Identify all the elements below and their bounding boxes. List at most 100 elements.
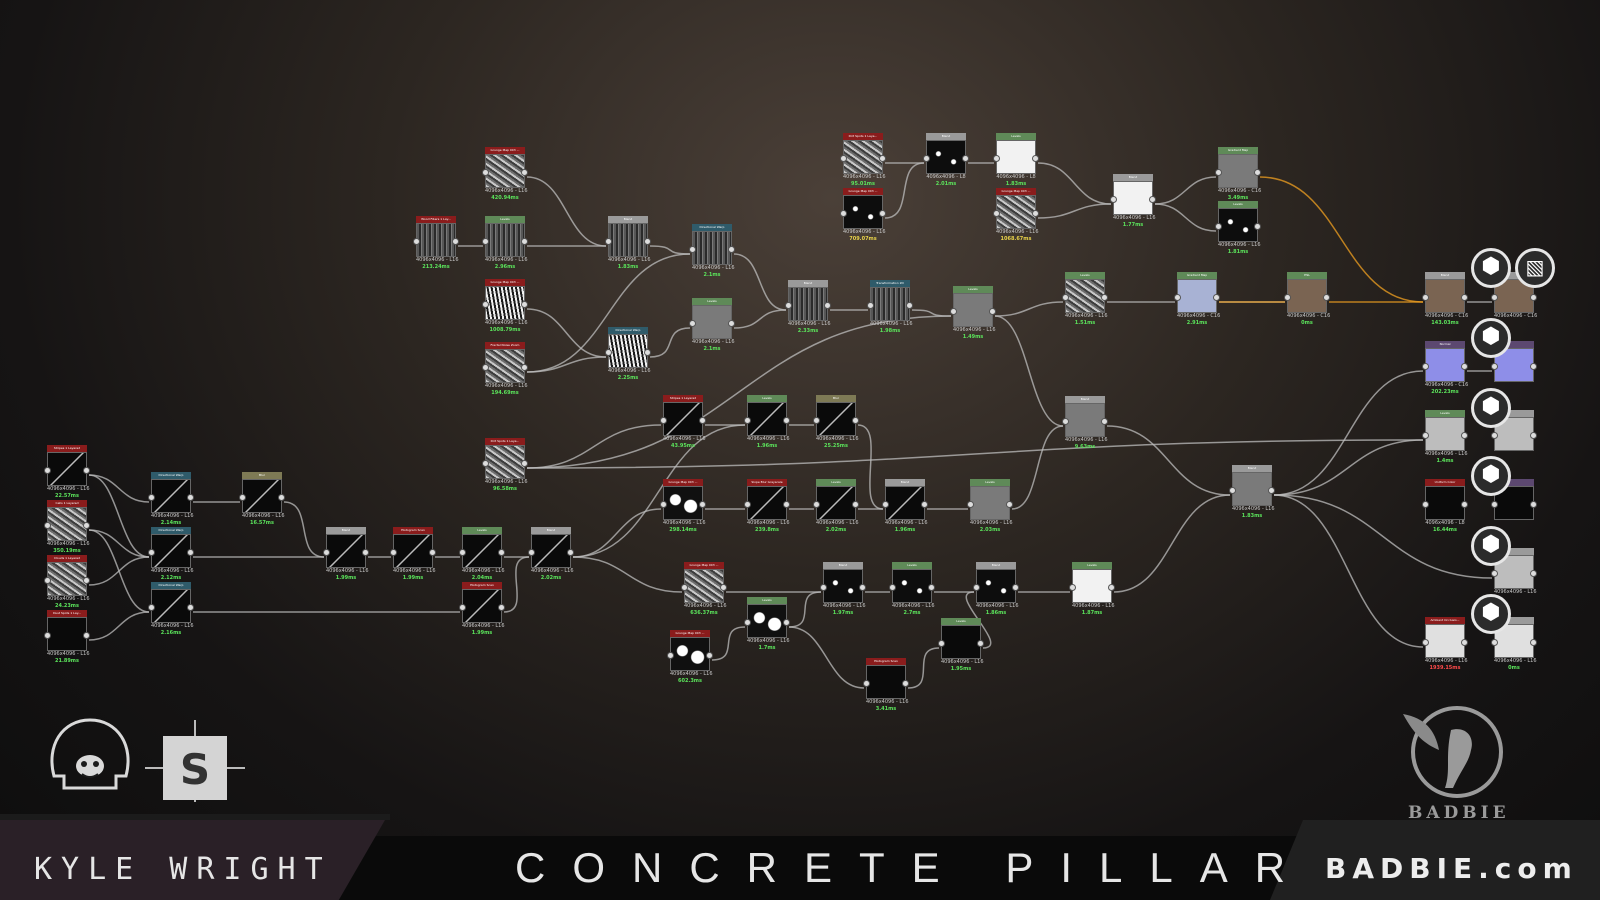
node-header[interactable]: Blend: [326, 527, 366, 534]
node-input-port[interactable]: [923, 155, 930, 162]
cube-icon[interactable]: ⬢: [1471, 526, 1511, 566]
node-input-port[interactable]: [323, 549, 330, 556]
node-thumbnail[interactable]: [926, 140, 966, 174]
node-input-port[interactable]: [1062, 294, 1069, 301]
node-input-port[interactable]: [459, 549, 466, 556]
node-output-port[interactable]: [1530, 570, 1537, 577]
node-thumbnail[interactable]: [866, 665, 906, 699]
node-thumbnail[interactable]: [485, 445, 525, 479]
node-input-port[interactable]: [1491, 570, 1498, 577]
node-output-port[interactable]: [706, 652, 713, 659]
node-header[interactable]: Blend: [926, 133, 966, 140]
node-thumbnail[interactable]: [976, 569, 1016, 603]
node-thumbnail[interactable]: [892, 569, 932, 603]
node-thumbnail[interactable]: [816, 486, 856, 520]
node-thumbnail[interactable]: [485, 223, 525, 257]
node-header[interactable]: Blur: [242, 472, 282, 479]
node-thumbnail[interactable]: [1177, 279, 1217, 313]
node-output-port[interactable]: [1213, 294, 1220, 301]
node-header[interactable]: Blend: [1113, 174, 1153, 181]
node-input-port[interactable]: [967, 501, 974, 508]
node-header[interactable]: Levels: [816, 479, 856, 486]
node-header[interactable]: Grunge Map 003 ...: [996, 188, 1036, 195]
node-header[interactable]: Dust Spots 1 Lay...: [47, 610, 87, 617]
node-thumbnail[interactable]: [151, 479, 191, 513]
node-input-port[interactable]: [993, 155, 1000, 162]
node-output-port[interactable]: [928, 584, 935, 591]
node-output-port[interactable]: [1530, 363, 1537, 370]
node-input-port[interactable]: [482, 169, 489, 176]
node-output-port[interactable]: [1461, 639, 1468, 646]
node-header[interactable]: Levels: [747, 597, 787, 604]
node-output-port[interactable]: [1012, 584, 1019, 591]
node-input-port[interactable]: [681, 584, 688, 591]
cube-icon[interactable]: ⬢: [1471, 594, 1511, 634]
cube-icon[interactable]: ⬢: [1471, 248, 1511, 288]
node-thumbnail[interactable]: [485, 349, 525, 383]
node-output-port[interactable]: [83, 467, 90, 474]
node-input-port[interactable]: [1215, 169, 1222, 176]
node-input-port[interactable]: [482, 460, 489, 467]
node-header[interactable]: Ambient Occlusio...: [1425, 617, 1465, 624]
node-thumbnail[interactable]: [151, 534, 191, 568]
node-thumbnail[interactable]: [47, 617, 87, 651]
node-header[interactable]: Directional Warp: [151, 472, 191, 479]
node-header[interactable]: Levels: [1425, 410, 1465, 417]
node-header[interactable]: [1494, 479, 1534, 486]
node-header[interactable]: Levels: [462, 527, 502, 534]
node-header[interactable]: [1494, 341, 1534, 348]
node-input-port[interactable]: [938, 640, 945, 647]
node-input-port[interactable]: [863, 680, 870, 687]
node-header[interactable]: Stripes 1 Layered: [47, 445, 87, 452]
node-output-port[interactable]: [521, 301, 528, 308]
node-header[interactable]: Transformation 2D: [870, 280, 910, 287]
node-thumbnail[interactable]: [47, 562, 87, 596]
node-input-port[interactable]: [1174, 294, 1181, 301]
node-input-port[interactable]: [459, 604, 466, 611]
node-output-port[interactable]: [429, 549, 436, 556]
node-output-port[interactable]: [278, 494, 285, 501]
node-header[interactable]: Levels: [1218, 201, 1258, 208]
node-header[interactable]: Levels: [1065, 272, 1105, 279]
node-output-port[interactable]: [644, 238, 651, 245]
node-header[interactable]: Normal: [1425, 341, 1465, 348]
node-output-port[interactable]: [902, 680, 909, 687]
node-header[interactable]: Blend: [823, 562, 863, 569]
node-thumbnail[interactable]: [670, 637, 710, 671]
node-header[interactable]: Grunge Map 003 ...: [485, 147, 525, 154]
node-input-port[interactable]: [744, 417, 751, 424]
node-input-port[interactable]: [44, 467, 51, 474]
node-thumbnail[interactable]: [462, 589, 502, 623]
node-thumbnail[interactable]: [663, 402, 703, 436]
node-header[interactable]: Grunge Map 003 ...: [663, 479, 703, 486]
node-output-port[interactable]: [720, 584, 727, 591]
node-thumbnail[interactable]: [747, 604, 787, 638]
node-input-port[interactable]: [1491, 363, 1498, 370]
node-input-port[interactable]: [239, 494, 246, 501]
node-input-port[interactable]: [1491, 432, 1498, 439]
node-header[interactable]: Stripes 1 Layered: [663, 395, 703, 402]
node-output-port[interactable]: [521, 364, 528, 371]
node-header[interactable]: Gradient Map: [1177, 272, 1217, 279]
node-thumbnail[interactable]: [1425, 417, 1465, 451]
node-output-port[interactable]: [859, 584, 866, 591]
node-output-port[interactable]: [187, 549, 194, 556]
node-input-port[interactable]: [413, 238, 420, 245]
node-output-port[interactable]: [1530, 639, 1537, 646]
